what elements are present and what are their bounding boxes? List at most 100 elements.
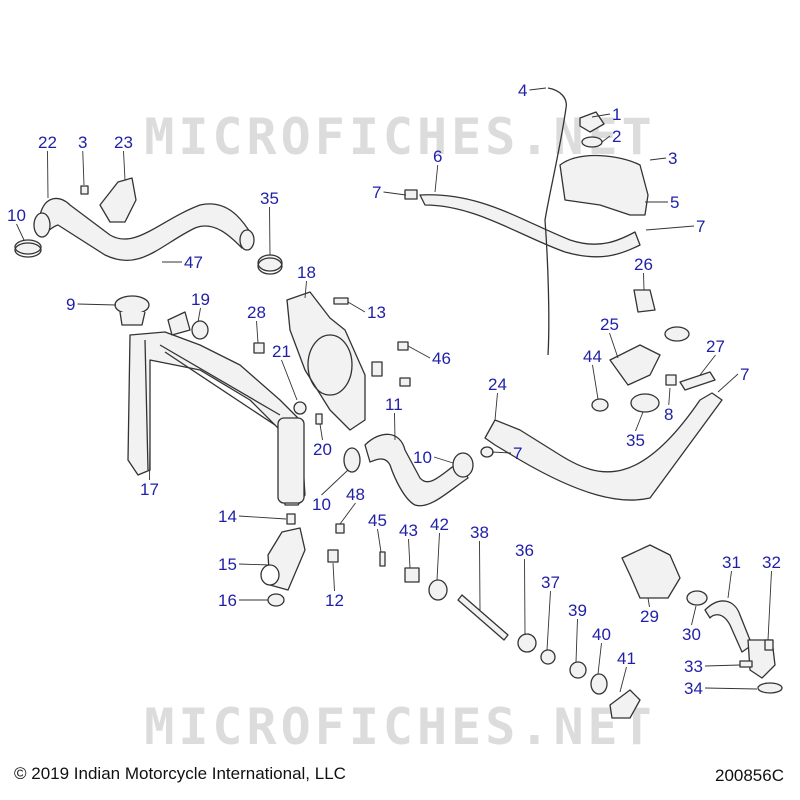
leader-line-22: [47, 150, 49, 199]
leader-line-48: [339, 502, 356, 525]
callout-14: 14: [218, 507, 237, 526]
callout-28: 28: [247, 303, 266, 322]
callout-5: 5: [670, 193, 679, 212]
leader-line-11: [394, 412, 396, 441]
leader-line-38: [479, 540, 481, 611]
callout-34: 34: [684, 679, 703, 698]
callout-43: 43: [399, 521, 418, 540]
callout-39: 39: [568, 601, 587, 620]
leader-line-30: [691, 605, 697, 626]
copyright-notice: © 2019 Indian Motorcycle International, …: [14, 764, 346, 783]
leader-line-7: [491, 451, 512, 454]
lower-radiator-hose: [364, 433, 469, 507]
leader-line-9: [77, 303, 117, 306]
coolant-reservoir: [559, 154, 649, 216]
leader-line-28: [256, 320, 259, 344]
leader-line-18: [304, 280, 307, 299]
leader-line-3: [82, 150, 85, 186]
callout-32: 32: [762, 553, 781, 572]
callout-31: 31: [722, 553, 741, 572]
leader-line-32: [767, 570, 772, 641]
callout-7: 7: [372, 183, 381, 202]
hose-clamp-left: [14, 239, 42, 255]
callout-2: 2: [612, 127, 621, 146]
leader-line-46: [407, 345, 431, 359]
callout-26: 26: [634, 255, 653, 274]
callout-10: 10: [7, 206, 26, 225]
callout-3: 3: [668, 149, 677, 168]
callout-47: 47: [184, 253, 203, 272]
callout-35: 35: [626, 431, 645, 450]
leader-line-7: [383, 191, 407, 196]
watermark-bottom: MICROFICHES.NET: [144, 698, 656, 756]
callout-17: 17: [140, 480, 159, 499]
leader-line-4: [529, 87, 547, 91]
callout-13: 13: [367, 303, 386, 322]
callout-18: 18: [297, 263, 316, 282]
bypass-hose: [484, 392, 723, 501]
callout-46: 46: [432, 349, 451, 368]
leader-line-41: [619, 666, 627, 693]
leader-line-43: [408, 538, 411, 569]
callout-7: 7: [740, 365, 749, 384]
leader-line-2: [601, 135, 611, 143]
leader-line-33: [704, 664, 741, 667]
callout-19: 19: [191, 290, 210, 309]
leader-line-45: [377, 528, 382, 553]
impeller: [609, 689, 641, 719]
callout-22: 22: [38, 133, 57, 152]
callout-11: 11: [385, 395, 403, 414]
callout-33: 33: [684, 657, 703, 676]
leader-line-34: [704, 687, 758, 690]
callout-3: 3: [78, 133, 87, 152]
callout-44: 44: [583, 347, 602, 366]
callout-24: 24: [488, 375, 507, 394]
callout-16: 16: [218, 591, 237, 610]
leader-line-8: [668, 387, 671, 406]
diagram-id: 200856C: [714, 766, 784, 785]
callout-10: 10: [312, 495, 331, 514]
leader-line-14: [238, 515, 287, 520]
callout-42: 42: [430, 515, 449, 534]
watermark-top: MICROFICHES.NET: [144, 108, 656, 166]
leader-line-35: [635, 411, 644, 432]
callout-7: 7: [513, 444, 522, 463]
leader-line-29: [647, 597, 650, 608]
hose-fitting: [609, 344, 661, 386]
callout-25: 25: [600, 315, 619, 334]
callout-15: 15: [218, 555, 237, 574]
leader-line-23: [123, 150, 126, 181]
callout-4: 4: [518, 81, 527, 100]
radiator-cap: [114, 295, 150, 315]
leader-line-35: [269, 206, 271, 256]
callout-45: 45: [368, 511, 387, 530]
callout-20: 20: [313, 440, 332, 459]
callout-40: 40: [592, 625, 611, 644]
leader-line-20: [319, 423, 323, 441]
hose-bracket: [99, 177, 137, 223]
leader-line-13: [347, 301, 366, 313]
leader-line-40: [597, 642, 602, 675]
leader-line-25: [609, 332, 619, 359]
leader-line-3: [649, 157, 667, 161]
callout-9: 9: [66, 295, 75, 314]
callout-7: 7: [696, 217, 705, 236]
callout-23: 23: [114, 133, 133, 152]
leader-line-12: [332, 562, 335, 592]
callout-1: 1: [612, 105, 621, 124]
callout-21: 21: [272, 342, 291, 361]
callout-37: 37: [541, 573, 560, 592]
callout-8: 8: [664, 405, 673, 424]
leader-line-1: [591, 113, 611, 118]
leader-line-36: [524, 558, 526, 635]
leader-line-42: [436, 532, 440, 581]
leader-line-24: [494, 392, 498, 421]
leader-line-19: [197, 307, 201, 323]
callout-41: 41: [617, 649, 636, 668]
callout-30: 30: [682, 625, 701, 644]
leader-line-39: [575, 618, 578, 663]
fan-shroud: [286, 291, 366, 431]
upper-radiator-hose: [37, 197, 251, 261]
leader-line-6: [434, 164, 439, 193]
leader-line-37: [546, 590, 551, 651]
